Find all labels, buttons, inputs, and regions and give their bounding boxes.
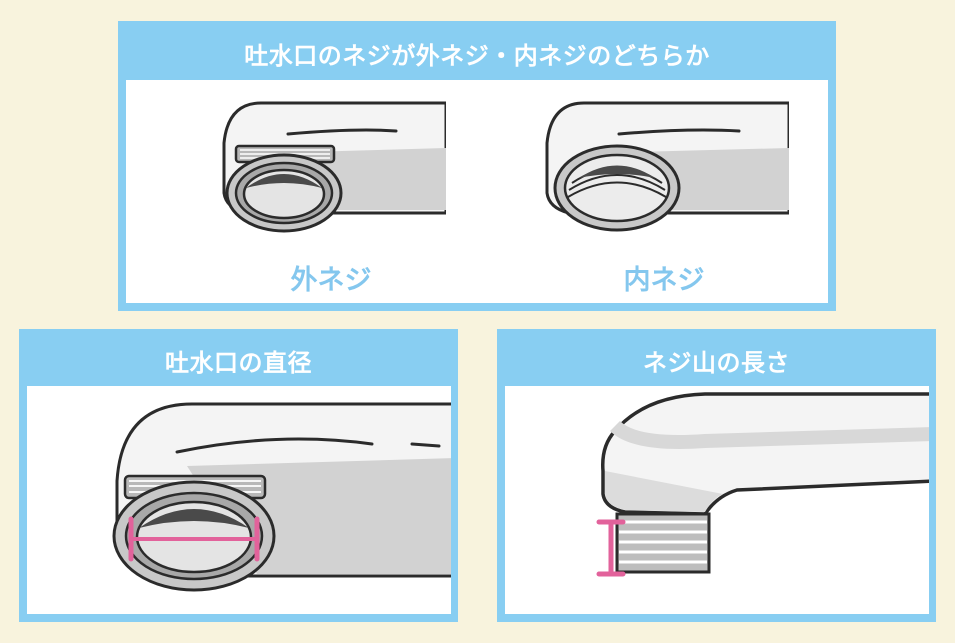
thread-length-title: ネジ山の長さ (643, 348, 790, 377)
outer-thread-label: 外ネジ (290, 265, 372, 296)
outer-thread-faucet-illustration (222, 101, 446, 233)
thread-type-body: 外ネジ 内ネジ (126, 80, 828, 303)
thread-length-body (505, 386, 929, 614)
diameter-body (27, 386, 451, 614)
diameter-title: 吐水口の直径 (165, 348, 312, 377)
thread-type-title: 吐水口のネジが外ネジ・内ネジのどちらか (244, 41, 710, 70)
diameter-panel: 吐水口の直径 (19, 329, 458, 622)
diameter-faucet-illustration (112, 402, 451, 592)
inner-thread-label: 内ネジ (623, 265, 705, 296)
thread-length-faucet-illustration (596, 392, 929, 577)
thread-type-panel: 吐水口のネジが外ネジ・内ネジのどちらか (118, 21, 836, 311)
inner-thread-faucet-illustration (545, 101, 789, 232)
thread-length-panel: ネジ山の長さ (497, 329, 936, 622)
